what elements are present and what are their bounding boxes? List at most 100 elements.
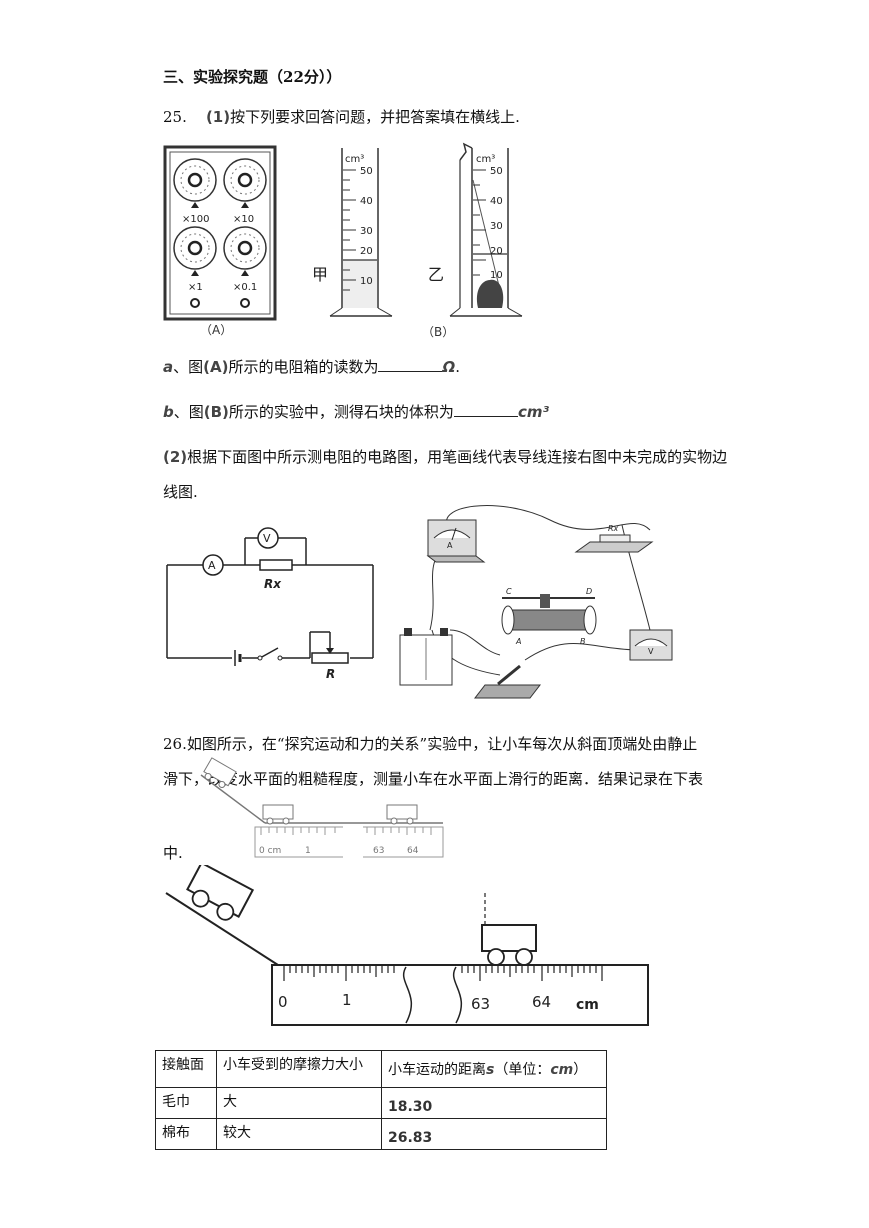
q25-number: 25. bbox=[163, 108, 187, 126]
caption-b: （B） bbox=[422, 325, 454, 339]
big-ruler-unit: cm bbox=[576, 997, 599, 1013]
big-ruler-0: 0 bbox=[278, 993, 288, 1011]
b-letter: b bbox=[163, 403, 174, 421]
cell-friction: 大 bbox=[216, 1087, 382, 1119]
dial-x1 bbox=[173, 226, 217, 276]
header-unit-post: ） bbox=[573, 1062, 588, 1078]
cell-surface: 棉布 bbox=[155, 1118, 217, 1150]
table-row: 毛巾 大 18.30 bbox=[155, 1087, 607, 1119]
a-tag: (A) bbox=[203, 358, 229, 376]
battery-device bbox=[399, 628, 453, 686]
cyl-jia-tick-30: 30 bbox=[360, 226, 373, 237]
cyl-jia-tick-40: 40 bbox=[360, 196, 373, 207]
a-answer-blank[interactable] bbox=[378, 357, 443, 372]
header-friction: 小车受到的摩擦力大小 bbox=[216, 1050, 382, 1088]
header-unit: cm bbox=[550, 1062, 574, 1078]
q25-instruction: 按下列要求回答问题，并把答案填在横线上. bbox=[230, 108, 520, 126]
a-end: . bbox=[455, 358, 461, 376]
header-s: s bbox=[486, 1062, 495, 1078]
dial-x0.1 bbox=[223, 226, 267, 276]
ammeter-device: A bbox=[426, 519, 486, 563]
a-unit: Ω bbox=[442, 358, 456, 376]
circuit-schematic: A V Rx R bbox=[166, 527, 374, 680]
rx-device-label: Rx bbox=[608, 524, 619, 533]
cyl-yi-tick-50: 50 bbox=[490, 166, 503, 177]
part2-text-cont: 线图. bbox=[163, 483, 198, 501]
rheostat-c-label: C bbox=[506, 587, 512, 596]
b-text-1: 、图 bbox=[173, 403, 204, 421]
dial-label-x0.1: ×0.1 bbox=[233, 282, 257, 293]
big-ruler-63: 63 bbox=[471, 995, 490, 1013]
cyl-jia-tick-10: 10 bbox=[360, 276, 373, 287]
figure-resistance-box-cylinders: ×100 ×10 ×1 ×0.1 bbox=[163, 142, 523, 339]
ammeter-label: A bbox=[208, 559, 216, 572]
section-title: 三、实验探究题（22分）） bbox=[163, 68, 342, 86]
cell-distance: 26.83 bbox=[381, 1118, 607, 1150]
small-ruler-1: 1 bbox=[305, 846, 311, 856]
big-ramp-figure: 0 1 63 64 cm bbox=[165, 865, 649, 1026]
part2-tag: (2) bbox=[163, 448, 188, 466]
header-surface: 接触面 bbox=[155, 1050, 217, 1088]
big-ruler-64: 64 bbox=[532, 993, 551, 1011]
r-label: R bbox=[326, 667, 335, 680]
dial-label-x100: ×100 bbox=[182, 214, 209, 225]
rx-resistor bbox=[259, 559, 293, 571]
q26-line1: 26.如图所示，在“探究运动和力的关系”实验中，让小车每次从斜面顶端处由静止 bbox=[163, 735, 698, 753]
b-unit: cm³ bbox=[517, 403, 550, 421]
b-answer-blank[interactable] bbox=[453, 402, 518, 417]
cylinder-jia: cm³ 50 40 30 20 10 bbox=[329, 148, 393, 317]
small-ramp-figure: 0 cm 1 63 64 bbox=[200, 757, 444, 859]
cell-distance: 18.30 bbox=[381, 1087, 607, 1119]
dial-x100 bbox=[173, 158, 217, 208]
cell-friction: 较大 bbox=[216, 1118, 382, 1150]
cyl-yi-tick-40: 40 bbox=[490, 196, 503, 207]
rx-device: Rx bbox=[574, 524, 654, 553]
small-ruler-63: 63 bbox=[373, 846, 384, 856]
rheostat-a-label: A bbox=[515, 637, 521, 646]
apparatus-picture: A Rx C D B A V bbox=[399, 505, 673, 699]
results-table: 接触面 小车受到的摩擦力大小 小车运动的距离s（单位：cm） 毛巾 大 18.3… bbox=[155, 1050, 607, 1150]
voltmeter-device: V bbox=[629, 629, 673, 661]
voltmeter-symbol bbox=[257, 527, 279, 549]
a-text-1: 、图 bbox=[173, 358, 204, 376]
cyl-yi-tick-10: 10 bbox=[490, 270, 503, 281]
q25-a-line: a、图(A)所示的电阻箱的读数为 Ω. bbox=[163, 357, 460, 377]
dial-label-x10: ×10 bbox=[233, 214, 254, 225]
cyl-jia-tick-50: 50 bbox=[360, 166, 373, 177]
ammeter-device-label: A bbox=[447, 541, 453, 550]
cyl-jia-tick-20: 20 bbox=[360, 246, 373, 257]
resistance-box: ×100 ×10 ×1 ×0.1 bbox=[163, 145, 277, 321]
voltmeter-device-label: V bbox=[648, 647, 654, 656]
a-text-2: 所示的电阻箱的读数为 bbox=[228, 358, 379, 376]
dial-label-x1: ×1 bbox=[188, 282, 203, 293]
table-header-row: 接触面 小车受到的摩擦力大小 小车运动的距离s（单位：cm） bbox=[155, 1050, 607, 1088]
rheostat-symbol bbox=[311, 652, 349, 664]
dial-x10 bbox=[223, 158, 267, 208]
label-jia: 甲 bbox=[312, 265, 328, 284]
q25-instruction-line: 25. (1)按下列要求回答问题，并把答案填在横线上. bbox=[163, 107, 520, 127]
rx-label: Rx bbox=[264, 577, 282, 591]
header-distance-text: 小车运动的距离 bbox=[388, 1062, 486, 1078]
ammeter-symbol bbox=[202, 554, 224, 576]
table-row: 棉布 较大 26.83 bbox=[155, 1118, 607, 1150]
q26-line2: 滑下，改变水平面的粗糙程度，测量小车在水平面上滑行的距离．结果记录在下表 bbox=[163, 770, 704, 788]
big-ruler-1: 1 bbox=[342, 991, 352, 1009]
cyl-yi-tick-20: 20 bbox=[490, 246, 503, 257]
label-yi: 乙 bbox=[428, 265, 444, 284]
q25-part2-line: (2)根据下面图中所示测电阻的电路图，用笔画线代表导线连接右图中未完成的实物边 bbox=[163, 447, 727, 467]
small-ruler-64: 64 bbox=[407, 846, 419, 856]
a-letter: a bbox=[163, 358, 174, 376]
part2-text: 根据下面图中所示测电阻的电路图，用笔画线代表导线连接右图中未完成的实物边 bbox=[187, 448, 728, 466]
switch-device bbox=[473, 664, 542, 699]
small-ruler-0: 0 cm bbox=[259, 846, 281, 856]
q26-line3: 中. bbox=[163, 844, 183, 862]
cyl-yi-unit: cm³ bbox=[476, 154, 495, 165]
q25-part1-tag: (1) bbox=[205, 108, 231, 126]
rheostat-d-label: D bbox=[586, 587, 592, 596]
rheostat-device: C D B A bbox=[501, 587, 597, 646]
cylinder-yi: cm³ 50 40 30 20 10 bbox=[449, 142, 523, 317]
header-distance: 小车运动的距离s（单位：cm） bbox=[381, 1050, 607, 1088]
cyl-jia-unit: cm³ bbox=[345, 154, 364, 165]
cell-surface: 毛巾 bbox=[155, 1087, 217, 1119]
